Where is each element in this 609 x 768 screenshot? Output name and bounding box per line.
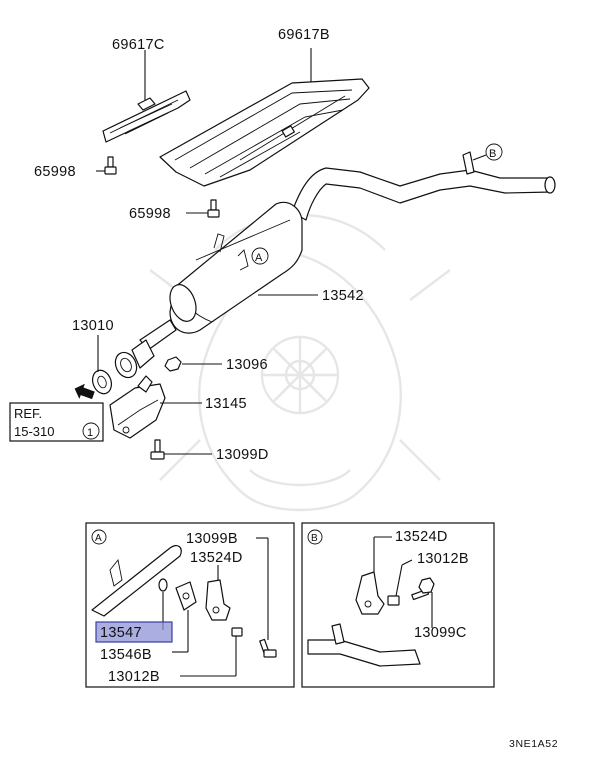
svg-text:REF.: REF. — [14, 406, 42, 421]
svg-text:B: B — [489, 148, 496, 160]
bolt-13099c — [411, 577, 435, 601]
collar-13012b-a — [231, 627, 243, 637]
bolt-65998-lower — [207, 199, 220, 218]
detail-a-box — [85, 522, 295, 688]
detail-a-label: A — [91, 529, 107, 545]
inlet-flange — [114, 339, 155, 379]
gasket-13010 — [91, 369, 113, 395]
part-label-13012b-b: 13012B — [417, 551, 469, 567]
detail-a-muffler-end — [91, 544, 182, 617]
highlighted-part-13547[interactable] — [95, 621, 173, 643]
part-label-13099b: 13099B — [186, 531, 238, 547]
main-muffler-13542 — [139, 151, 556, 351]
part-label-65998-lower: 65998 — [129, 206, 171, 222]
part-label-13542: 13542 — [322, 288, 364, 304]
callout-b-marker: B — [472, 143, 503, 161]
ref-arrow — [74, 383, 95, 400]
part-label-69617c: 69617C — [112, 37, 165, 53]
watermark-emblem — [149, 213, 451, 512]
hanger-13546b — [175, 581, 197, 611]
part-label-13099c: 13099C — [414, 625, 467, 641]
detail-b-pipe — [307, 623, 421, 667]
part-label-13010: 13010 — [72, 318, 114, 334]
bracket-13524d-a — [205, 579, 231, 621]
svg-text:1: 1 — [87, 427, 93, 439]
diagram-code: 3NE1A52 — [509, 738, 558, 750]
svg-text:B: B — [311, 533, 318, 544]
part-label-13547: 13547 — [100, 625, 142, 641]
part-label-65998-upper: 65998 — [34, 164, 76, 180]
part-label-13012b-a: 13012B — [108, 669, 160, 685]
heat-protector-69617c — [102, 90, 191, 143]
bolt-65998-upper — [104, 156, 117, 175]
svg-text:A: A — [255, 252, 263, 264]
svg-text:A: A — [95, 533, 102, 544]
bolt-13099b — [259, 638, 277, 658]
detail-b-box — [301, 522, 495, 688]
part-label-13524d-a: 13524D — [190, 550, 243, 566]
nut-13096 — [164, 356, 182, 372]
bracket-13524d-b — [355, 571, 385, 615]
ref-box-15-310: REF. 15-310 1 — [9, 402, 104, 442]
part-label-13099d: 13099D — [216, 447, 269, 463]
washer-13547 — [158, 578, 168, 592]
detail-b-label: B — [307, 529, 323, 545]
bracket-13145 — [109, 375, 166, 439]
heat-protector-69617b — [159, 78, 370, 187]
bolt-13099d — [150, 439, 165, 460]
callout-a-marker: A — [251, 247, 269, 265]
collar-13012b-b — [387, 595, 400, 606]
part-label-13145: 13145 — [205, 396, 247, 412]
part-label-13524d-b: 13524D — [395, 529, 448, 545]
svg-text:15-310: 15-310 — [14, 424, 54, 439]
part-label-13546b: 13546B — [100, 647, 152, 663]
part-label-69617b: 69617B — [278, 27, 330, 43]
part-label-13096: 13096 — [226, 357, 268, 373]
